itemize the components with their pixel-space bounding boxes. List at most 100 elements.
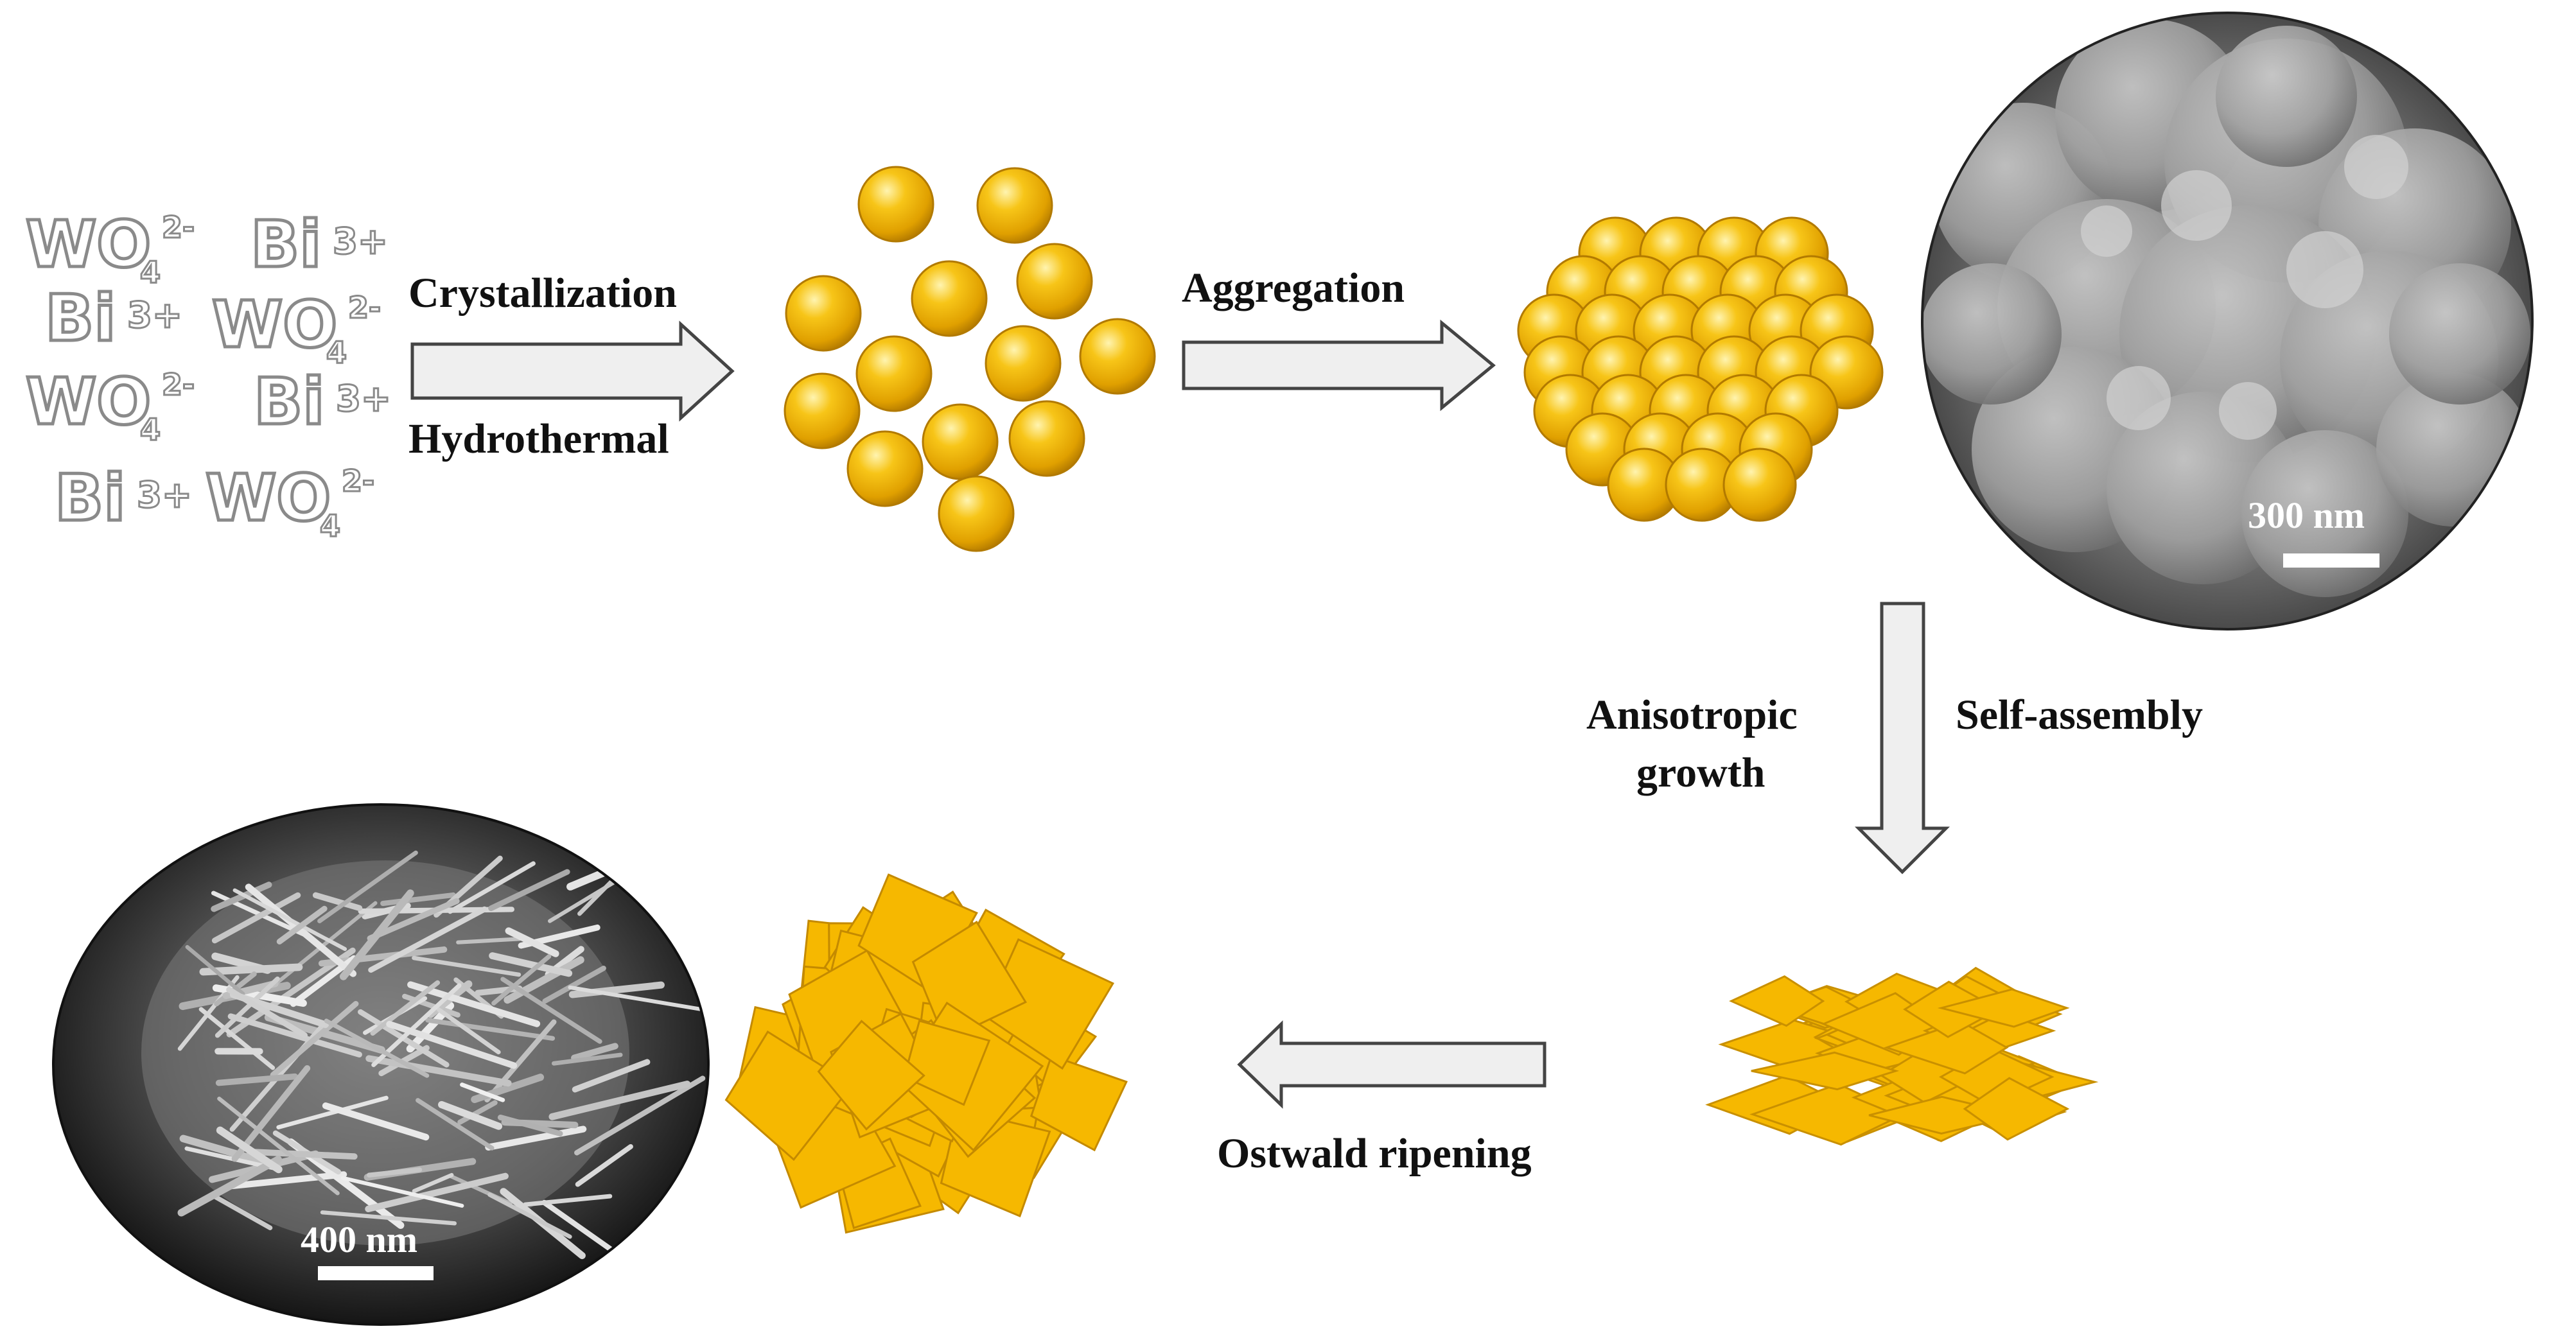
aggregation-label: Aggregation — [1182, 265, 1405, 311]
sem-nanorod — [487, 1192, 572, 1239]
sem-nanorod — [548, 1081, 691, 1120]
sem-nanorod — [217, 1097, 340, 1196]
sem-particle — [2219, 382, 2277, 440]
sem-nanorod — [500, 977, 602, 1044]
nanoparticle-sphere — [911, 260, 988, 337]
bi-ion: Bi 3+ — [44, 279, 184, 358]
self-assembly-arrow — [1854, 602, 1950, 874]
sem-nanorod — [215, 1073, 299, 1086]
sem-nanorod — [226, 986, 308, 1038]
sem-nanorod — [412, 955, 521, 977]
nanoplate — [1937, 988, 2070, 1028]
nanoparticle-cluster-scattered — [784, 166, 1156, 552]
sem-particle — [2161, 170, 2232, 241]
nanoparticle-sphere — [855, 335, 933, 412]
sem-nanorod — [488, 869, 570, 912]
aggregation-arrow — [1182, 319, 1496, 412]
sem-nanorod — [276, 1095, 389, 1129]
sem-nanorod — [568, 981, 665, 998]
sem-nanorod — [484, 1019, 557, 1103]
sem-nanorod — [380, 892, 456, 907]
svg-text:2-: 2- — [342, 464, 374, 498]
sem-nanorod — [489, 952, 573, 977]
nanoplate — [817, 1020, 925, 1131]
sem-nanorod — [505, 927, 559, 957]
nanoparticle-sphere — [784, 372, 861, 449]
wo4-ion: WO 4 2- — [211, 286, 382, 371]
nanoparticle-sphere — [846, 430, 924, 507]
sem-nanorod — [460, 1083, 505, 1102]
svg-text:3+: 3+ — [333, 221, 388, 263]
svg-text:3+: 3+ — [137, 474, 192, 516]
sem-nanorod — [322, 1102, 430, 1141]
self-assembly-label: Self-assembly — [1956, 692, 2203, 738]
sem-nanorod — [324, 1018, 430, 1078]
svg-text:4: 4 — [140, 255, 161, 290]
sem-nanorod — [497, 1115, 563, 1136]
nanoparticle-aggregate — [1517, 216, 1884, 522]
ostwald-ripening-label: Ostwald ripening — [1217, 1130, 1532, 1177]
sem-nanorod — [571, 1043, 618, 1061]
svg-text:4: 4 — [326, 335, 347, 370]
svg-text:2-: 2- — [162, 210, 195, 245]
sem-nanorod — [574, 1075, 706, 1156]
nanoplate — [1963, 1077, 2070, 1141]
sem-nanorod — [232, 888, 347, 952]
svg-text:3+: 3+ — [336, 378, 391, 420]
sem-nanorod — [227, 1013, 362, 1058]
nanoparticle-sphere — [985, 325, 1062, 402]
nanoparticle-sphere — [938, 475, 1015, 552]
sem-nanorod — [416, 1098, 495, 1151]
sem-nanorod — [365, 1055, 512, 1087]
sem-nanorod — [365, 1172, 509, 1212]
nanoplate — [1729, 975, 1825, 1027]
sem-nanorod — [317, 850, 418, 923]
sem-nanorod — [504, 956, 584, 1004]
sem-nanorod — [437, 1007, 501, 1055]
sem-image-flower: 400 nm — [52, 803, 710, 1326]
sem-nanorod — [448, 861, 536, 914]
nanoplate — [1751, 1051, 1900, 1091]
sem-particle — [1922, 263, 2062, 405]
svg-text:WO: WO — [26, 207, 151, 282]
crystallization-arrow — [410, 320, 735, 422]
nanoparticle-sphere — [1079, 318, 1156, 395]
sem-nanorod — [485, 1126, 587, 1151]
scale-bar — [2283, 553, 2379, 568]
svg-text:2-: 2- — [348, 290, 381, 325]
sem-nanorod — [368, 906, 487, 973]
sem-nanorod — [575, 1144, 633, 1187]
crystallization-label: Crystallization — [408, 270, 677, 317]
sem-nanorod — [199, 963, 303, 976]
nanoparticle-sphere — [1016, 243, 1093, 320]
wo4-ion: WO 4 2- — [24, 205, 196, 291]
sem-nanorod — [339, 889, 414, 980]
sem-nanorod — [215, 976, 280, 1038]
svg-text:WO: WO — [212, 287, 337, 362]
sem-nanorod — [312, 892, 363, 912]
nanoparticle-sphere — [1722, 448, 1797, 522]
sem-nanorod — [367, 898, 460, 941]
sem-nanorod — [425, 1018, 556, 1041]
anisotropic-growth-label-line1: Anisotropic — [1586, 692, 1798, 738]
bi-ion: Bi 3+ — [53, 459, 193, 537]
svg-text:4: 4 — [320, 509, 340, 543]
sem-nanorod — [245, 883, 357, 977]
sem-nanorod — [412, 1172, 454, 1194]
sem-nanorod — [491, 954, 552, 1006]
nanoplate — [1030, 1054, 1128, 1152]
nanoparticle-sphere — [922, 403, 999, 480]
sem-nanorod — [320, 1210, 457, 1226]
sem-nanorod — [407, 981, 541, 1027]
sem-nanorod — [438, 1100, 503, 1130]
sem-nanorod — [270, 1000, 359, 1078]
nanoplate — [903, 1020, 991, 1106]
sem-particle — [2389, 263, 2530, 405]
sem-particle — [2286, 231, 2363, 308]
ion-group: WO 4 2- Bi 3+ Bi 3+ WO 4 2- WO 4 2- Bi 3… — [24, 205, 392, 544]
sem-nanorod — [386, 1020, 518, 1069]
svg-text:4: 4 — [140, 412, 161, 447]
sem-nanorod — [177, 1155, 282, 1217]
sem-particle — [2081, 205, 2132, 257]
sem-particle — [2344, 135, 2408, 199]
